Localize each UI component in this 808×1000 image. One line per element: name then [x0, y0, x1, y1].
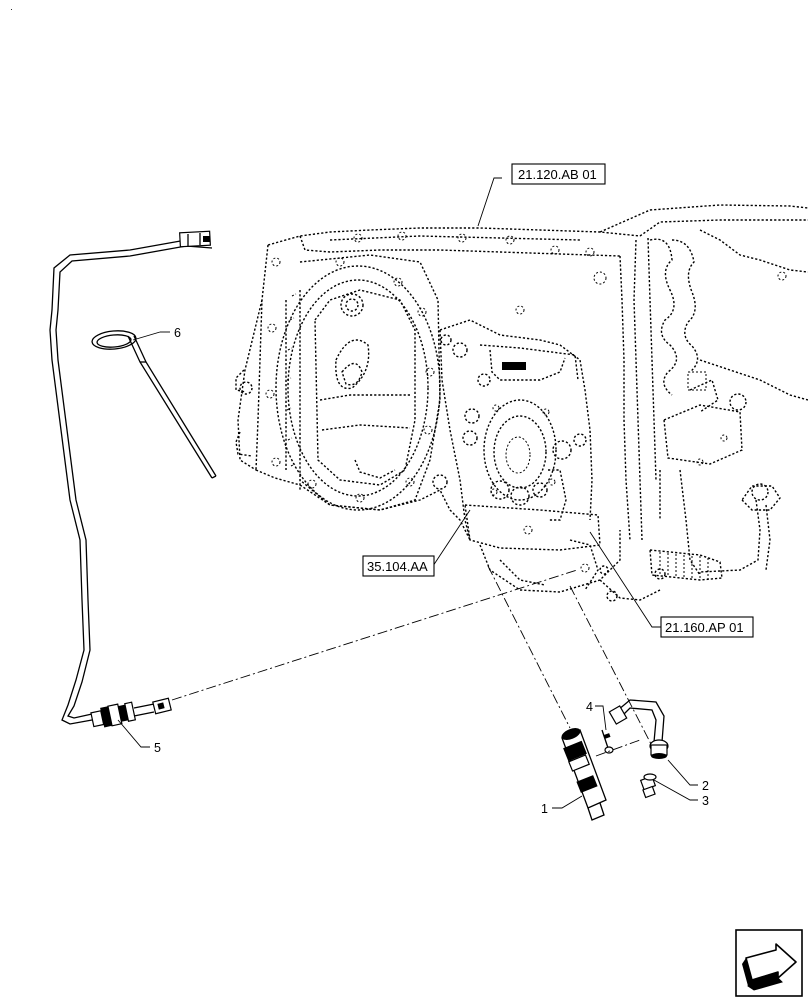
- sensor-tube-part-5: [49, 230, 213, 728]
- reference-label-top: 21.120.AB 01: [518, 167, 597, 182]
- reference-label-right: 21.160.AP 01: [665, 620, 744, 635]
- reference-box-top[interactable]: 21.120.AB 01: [511, 163, 606, 185]
- transmission-housing: [235, 204, 808, 602]
- reference-box-left[interactable]: 35.104.AA: [362, 555, 435, 577]
- svg-text:·: ·: [10, 4, 13, 14]
- pressure-sensor-part-1: [561, 728, 607, 821]
- alignment-lines: [171, 565, 653, 757]
- callout-4: 4: [586, 700, 593, 714]
- callout-1: 1: [541, 802, 548, 816]
- fitting-part-3: [639, 773, 657, 799]
- callout-2: 2: [702, 779, 709, 793]
- reference-label-left: 35.104.AA: [367, 559, 428, 574]
- pipe-part-2: [608, 699, 669, 759]
- next-page-arrow-icon[interactable]: [735, 929, 803, 997]
- callout-3: 3: [702, 794, 709, 808]
- callout-6: 6: [174, 326, 181, 340]
- leader-lines: [117, 177, 698, 809]
- dipstick-part-6: [91, 330, 217, 479]
- screw-part-4: [601, 729, 614, 754]
- callout-5: 5: [154, 741, 161, 755]
- reference-box-right[interactable]: 21.160.AP 01: [660, 616, 754, 638]
